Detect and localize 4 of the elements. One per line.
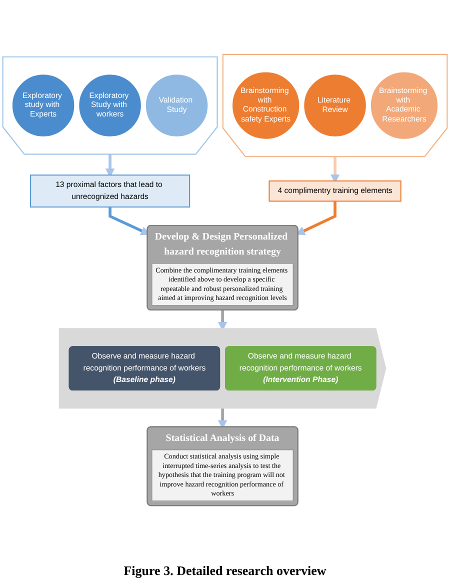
- cluster: [222, 54, 448, 158]
- cluster: [58, 328, 386, 409]
- cluster: [2, 56, 218, 155]
- figure-caption: Figure 3. Detailed research overview: [122, 563, 328, 579]
